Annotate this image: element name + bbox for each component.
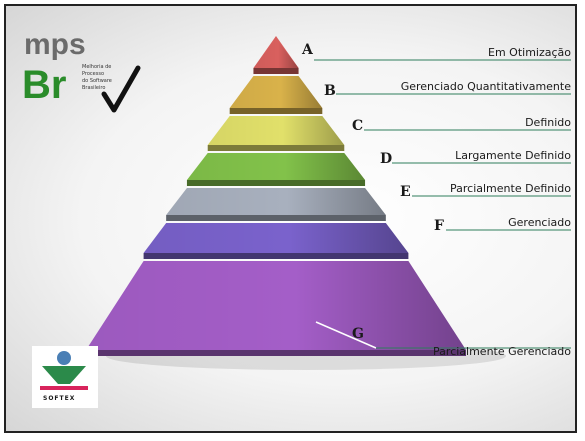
tier-shading-d	[186, 153, 366, 180]
logo-mps-text: mps	[24, 28, 86, 61]
level-name-d: Largamente Definido	[455, 149, 571, 162]
softex-stripe-icon	[40, 386, 88, 390]
level-letter-e: E	[400, 184, 411, 200]
globe-icon	[57, 351, 71, 365]
level-name-b: Gerenciado Quantitativamente	[401, 80, 572, 93]
tier-a	[253, 36, 299, 74]
level-letter-f: F	[434, 218, 444, 234]
leader-lines	[314, 59, 571, 349]
tier-c	[207, 116, 345, 151]
logo-subtitle-1: Melhoria de	[82, 64, 111, 70]
level-letter-g: G	[352, 326, 364, 342]
tier-edge-b	[229, 108, 323, 114]
logo-subtitle-4: Brasileiro	[82, 85, 105, 91]
tier-edge-f	[143, 253, 409, 259]
tier-e	[166, 188, 386, 221]
level-letter-a: A	[301, 42, 314, 58]
level-name-e: Parcialmente Definido	[450, 182, 571, 195]
softex-text: SOFTEX	[43, 395, 75, 402]
tier-b	[229, 76, 323, 114]
softex-emblem-icon	[42, 366, 86, 384]
checkmark-icon	[101, 65, 141, 113]
level-name-c: Definido	[525, 116, 571, 129]
level-name-f: Gerenciado	[508, 216, 571, 229]
tier-g	[86, 261, 466, 356]
logo-br-text: Br	[22, 63, 66, 107]
tier-edge-c	[207, 145, 345, 151]
tier-shading-e	[166, 188, 386, 215]
level-name-a: Em Otimização	[488, 46, 571, 59]
leader-line-g	[315, 321, 377, 349]
level-letter-d: D	[380, 151, 392, 167]
level-letter-c: C	[352, 118, 363, 134]
logo-subtitle-3: do Software	[82, 78, 112, 84]
tier-edge-e	[166, 215, 386, 221]
tier-edge-g	[86, 350, 466, 356]
tier-shading-a	[253, 38, 299, 68]
pyramid	[86, 36, 466, 356]
logo-subtitle-2: Processo	[82, 71, 104, 77]
softex-logo: SOFTEX	[32, 346, 98, 408]
tier-shading-f	[143, 223, 409, 253]
tier-edge-d	[186, 180, 366, 186]
level-name-g: Parcialmente Gerenciado	[433, 345, 571, 358]
tier-d	[186, 153, 366, 186]
tier-f	[143, 223, 409, 259]
tier-shading-g	[86, 261, 466, 350]
mpsbr-logo: mps Br Melhoria de Processo do Software …	[22, 28, 141, 113]
tier-shading-c	[207, 116, 345, 145]
tier-edge-a	[253, 68, 299, 74]
level-letter-b: B	[324, 83, 336, 99]
tier-shading-b	[229, 76, 323, 108]
